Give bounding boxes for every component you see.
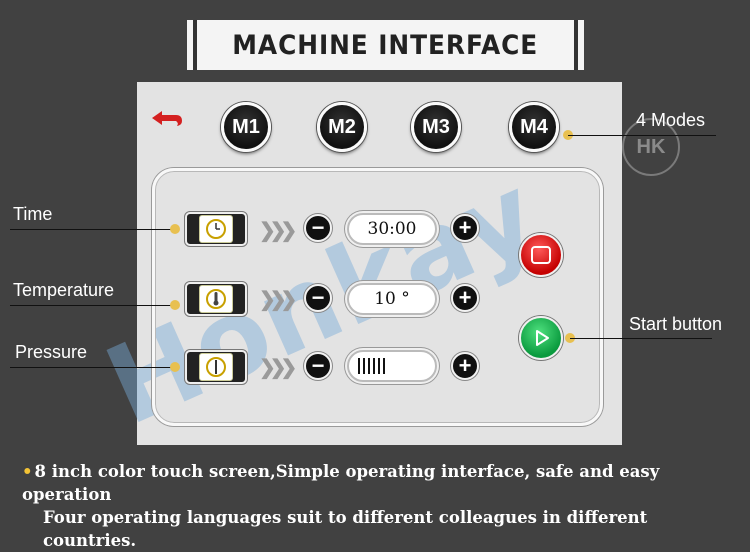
temperature-minus-button[interactable]: − [304, 284, 332, 312]
clock-icon [206, 219, 226, 239]
callout-line-modes [568, 135, 716, 136]
footer-line-2: Four operating languages suit to differe… [43, 508, 648, 550]
chevrons-icon: ❯❯❯ [259, 220, 297, 242]
stop-icon [531, 246, 551, 264]
back-arrow-icon[interactable] [150, 108, 184, 128]
chevrons-icon: ❯❯❯ [259, 357, 297, 379]
control-frame [152, 168, 603, 426]
mode-button-m3[interactable]: M3 [411, 102, 461, 152]
footer-line-1: 8 inch color touch screen,Simple operati… [22, 462, 660, 504]
thermometer-icon [206, 289, 226, 309]
temperature-label: Temperature [13, 280, 115, 300]
callout-line-temperature [10, 305, 175, 306]
title-banner: MACHINE INTERFACE [193, 20, 578, 70]
pressure-gauge-icon [206, 357, 226, 377]
pressure-plus-button[interactable]: + [451, 352, 479, 380]
pressure-minus-button[interactable]: − [304, 352, 332, 380]
time-minus-button[interactable]: − [304, 214, 332, 242]
page-title: MACHINE INTERFACE [232, 29, 539, 61]
callout-dot-pressure [170, 362, 180, 372]
modes-label: 4 Modes [636, 110, 706, 130]
callout-line-start [570, 338, 712, 339]
pressure-tile[interactable] [185, 350, 247, 384]
pressure-label: Pressure [15, 342, 88, 362]
mode-button-m1[interactable]: M1 [221, 102, 271, 152]
logo-watermark: HK [622, 118, 680, 176]
footer-text: •8 inch color touch screen,Simple operat… [22, 460, 737, 552]
temperature-value: 10 ° [347, 283, 437, 315]
time-plus-button[interactable]: + [451, 214, 479, 242]
mode-button-m4[interactable]: M4 [509, 102, 559, 152]
callout-line-pressure [10, 367, 175, 368]
mode-button-m2[interactable]: M2 [317, 102, 367, 152]
temperature-tile[interactable] [185, 282, 247, 316]
stop-button[interactable] [519, 233, 563, 277]
time-label: Time [13, 204, 53, 224]
play-icon [536, 330, 549, 346]
start-button[interactable] [519, 316, 563, 360]
time-value: 30:00 [347, 213, 437, 245]
callout-dot-time [170, 224, 180, 234]
bullet-icon: • [22, 462, 33, 481]
time-tile[interactable] [185, 212, 247, 246]
start-button-label: Start button [629, 314, 723, 334]
callout-line-time [10, 229, 175, 230]
pressure-level-bar [347, 350, 437, 382]
chevrons-icon: ❯❯❯ [259, 289, 297, 311]
callout-dot-temperature [170, 300, 180, 310]
temperature-plus-button[interactable]: + [451, 284, 479, 312]
